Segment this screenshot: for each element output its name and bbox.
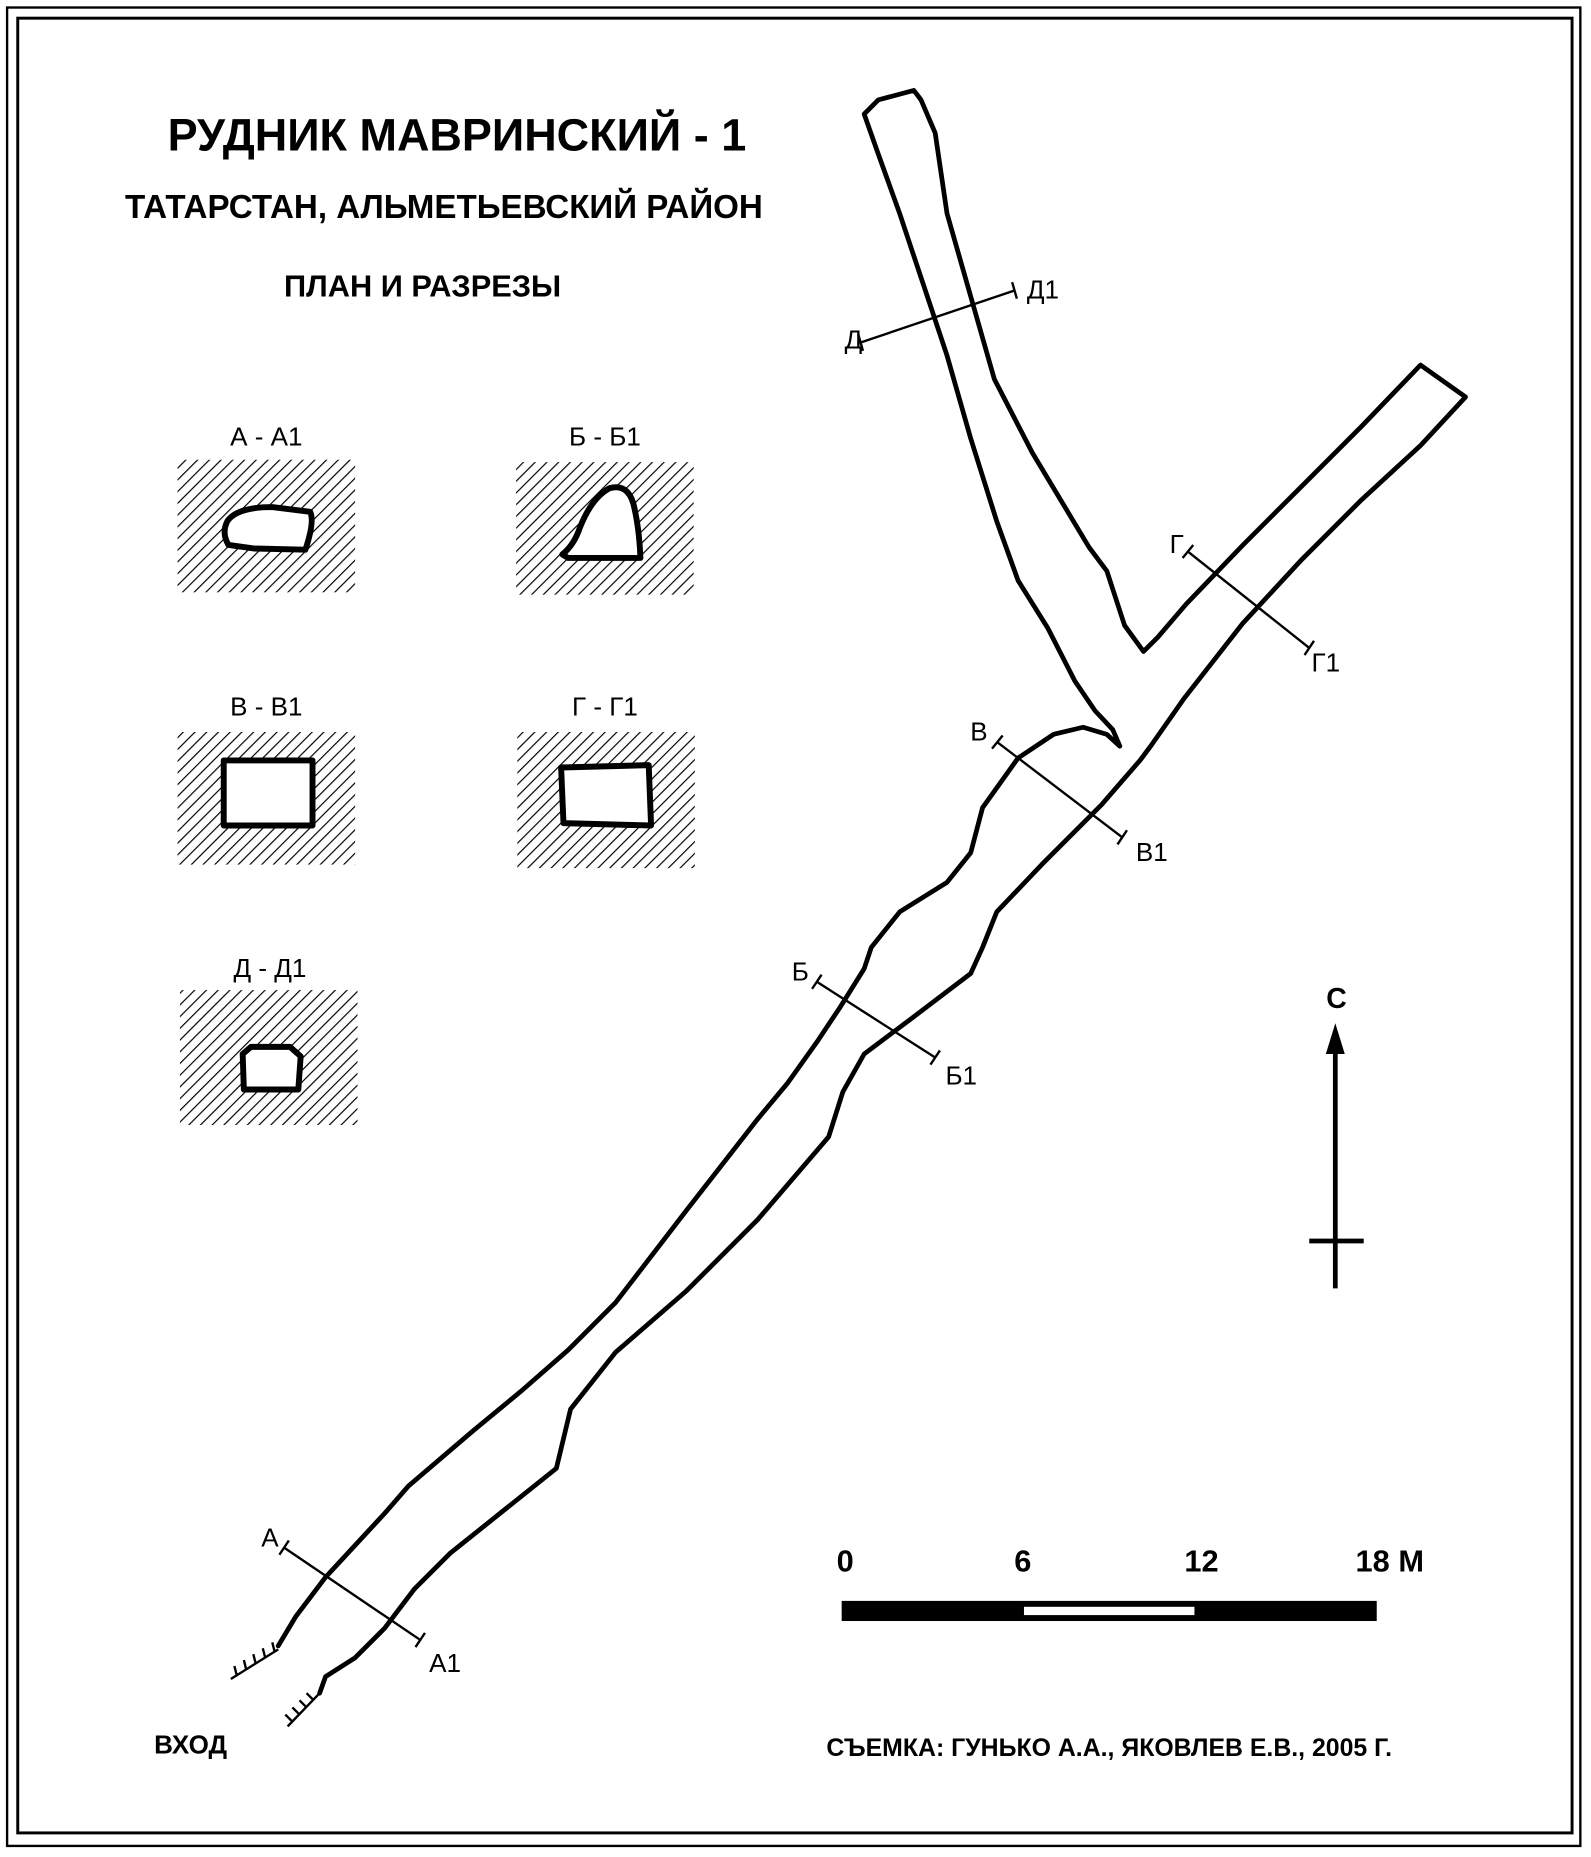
cut-line-g: Г Г1 <box>1170 529 1341 677</box>
section-v-v1: В - В1 <box>177 691 356 865</box>
svg-text:Г: Г <box>1170 529 1184 559</box>
cut-line-b: Б Б1 <box>792 957 977 1091</box>
map-title: РУДНИК МАВРИНСКИЙ - 1 <box>168 110 747 161</box>
scale-label: 18 М <box>1356 1543 1424 1578</box>
svg-text:Б1: Б1 <box>945 1061 977 1091</box>
scale-label: 12 <box>1184 1543 1218 1578</box>
svg-text:Г1: Г1 <box>1312 648 1341 678</box>
entrance-label: ВХОД <box>154 1730 227 1760</box>
map-subtitle: ТАТАРСТАН, АЛЬМЕТЬЕВСКИЙ РАЙОН <box>125 187 763 226</box>
scale-bar: 0 6 12 18 М <box>837 1543 1424 1622</box>
section-label: Б - Б1 <box>569 422 641 452</box>
cave-wall-left <box>275 88 1468 1696</box>
scale-label: 0 <box>837 1543 854 1578</box>
svg-text:Д: Д <box>845 324 863 354</box>
svg-text:В: В <box>970 716 987 746</box>
section-d-d1: Д - Д1 <box>179 953 358 1126</box>
section-label: В - В1 <box>230 691 302 721</box>
north-label: С <box>1326 983 1347 1015</box>
cut-line-a: А А1 <box>261 1522 461 1677</box>
svg-text:А: А <box>261 1522 279 1552</box>
section-b-b1: Б - Б1 <box>516 422 694 595</box>
svg-text:Б: Б <box>792 957 809 987</box>
inner-frame <box>16 16 1574 1835</box>
section-a-a1: А - А1 <box>177 422 356 593</box>
plan-label: ПЛАН И РАЗРЕЗЫ <box>284 268 561 303</box>
svg-text:А1: А1 <box>429 1648 461 1678</box>
scale-label: 6 <box>1014 1543 1031 1578</box>
section-label: Д - Д1 <box>233 953 306 983</box>
svg-text:В1: В1 <box>1136 837 1168 867</box>
survey-credit: СЪЕМКА: ГУНЬКО А.А., ЯКОВЛЕВ Е.В., 2005 … <box>826 1735 1392 1762</box>
section-g-g1: Г - Г1 <box>517 691 695 869</box>
svg-text:Д1: Д1 <box>1027 275 1059 305</box>
section-label: А - А1 <box>230 422 302 452</box>
entrance-marker <box>230 1642 321 1728</box>
outer-frame <box>5 6 1582 1848</box>
cut-line-d: Д Д1 <box>845 275 1059 355</box>
section-label: Г - Г1 <box>572 691 638 721</box>
north-arrow: С <box>1309 983 1364 1289</box>
cut-line-v: В В1 <box>970 716 1167 867</box>
